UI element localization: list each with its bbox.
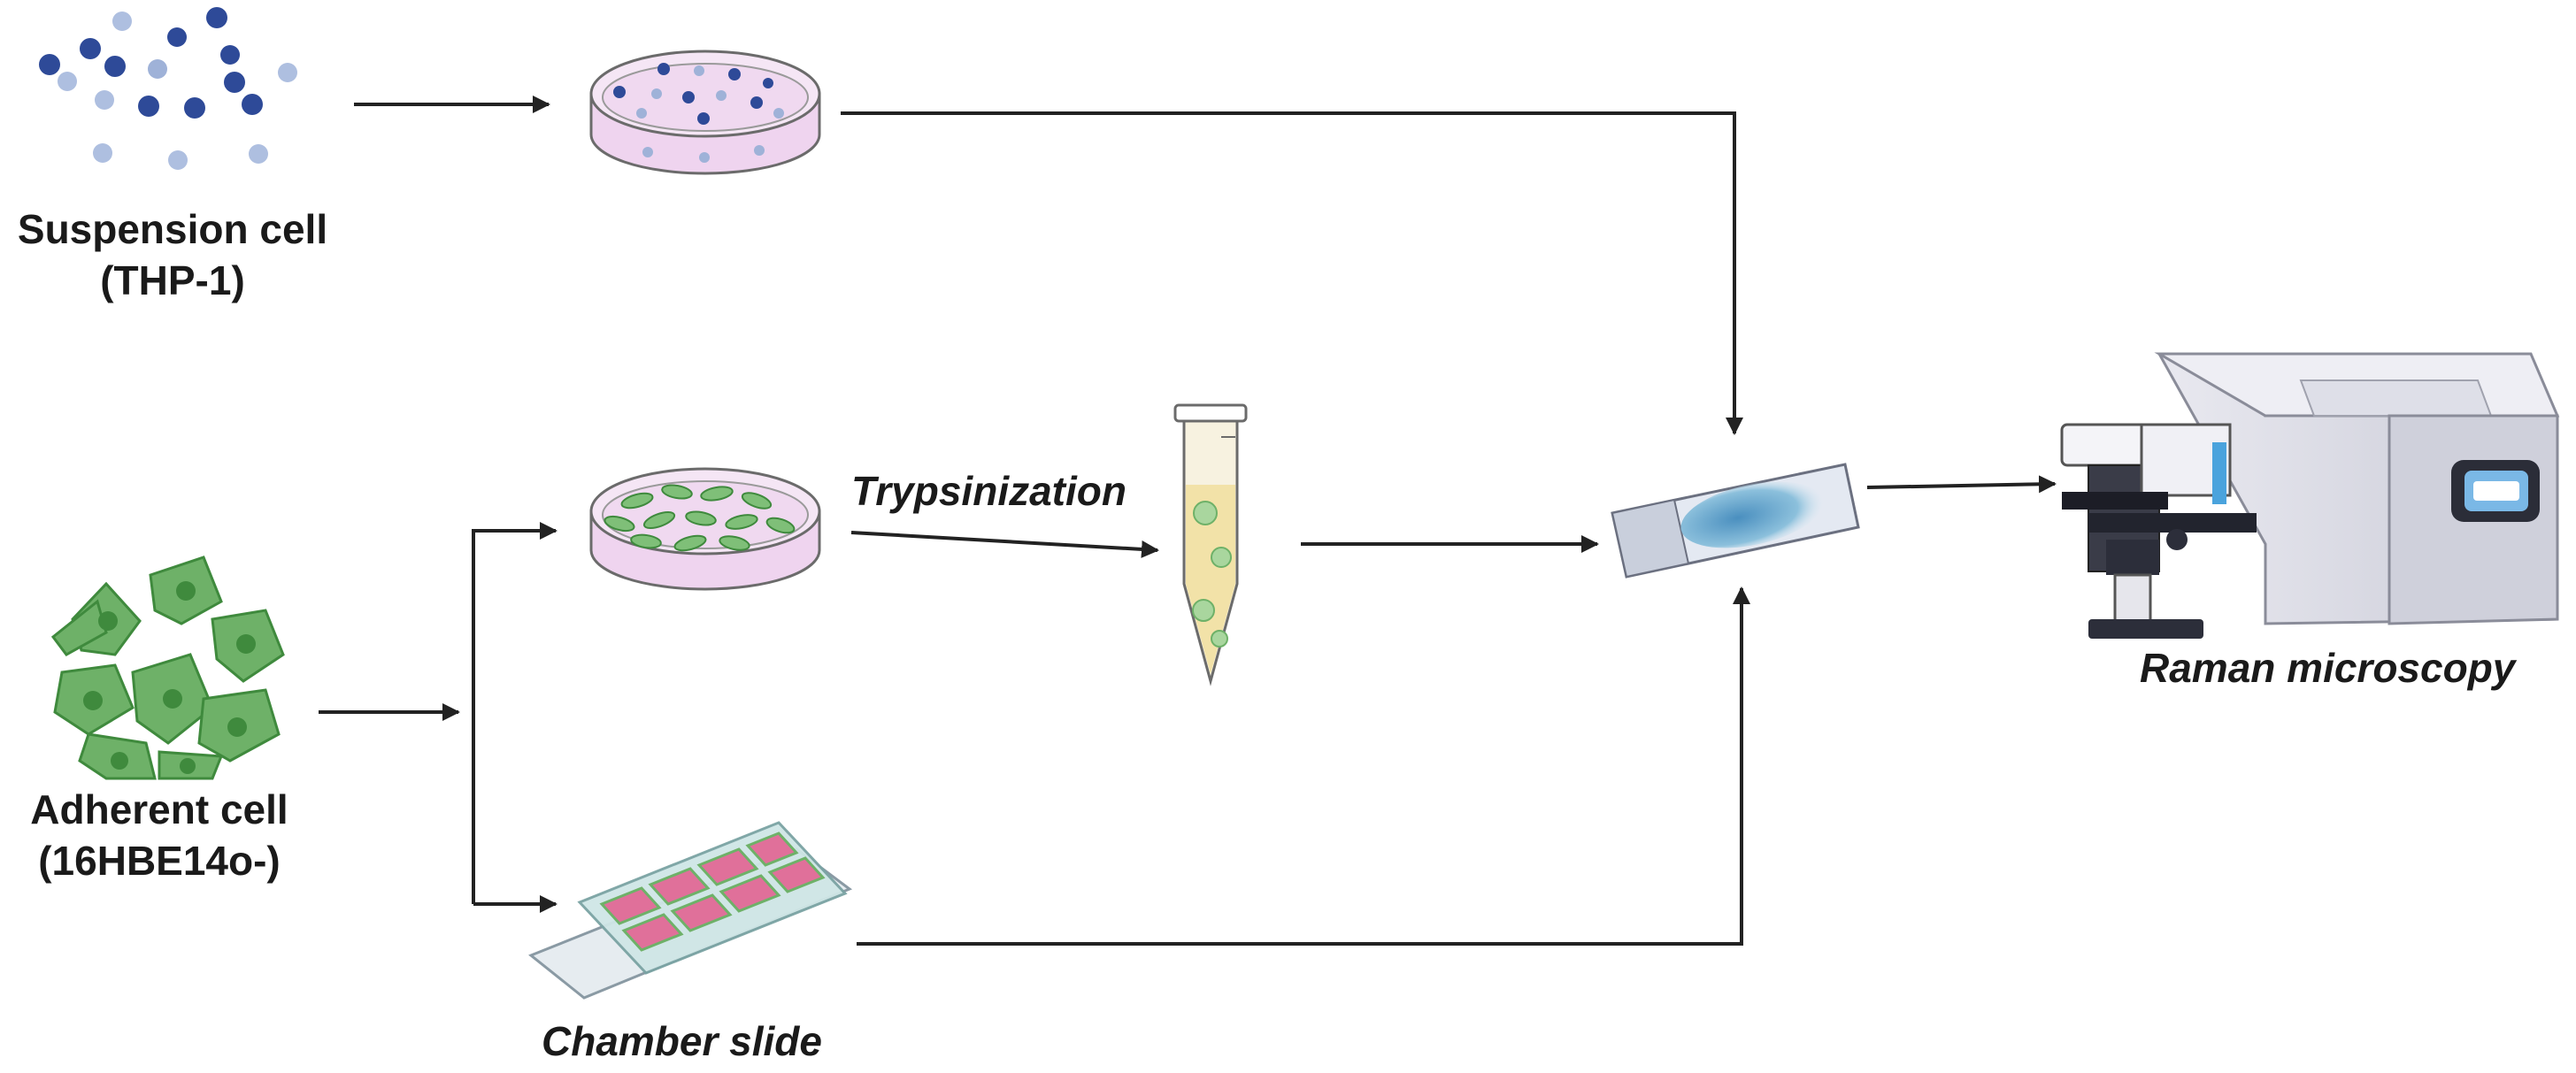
suspension-cell-line: (THP-1) (100, 257, 245, 303)
trypsinization-label: Trypsinization (851, 468, 1127, 514)
suspension-cell-label: Suspension cell (THP-1) (0, 203, 345, 306)
glass-slide-icon (1611, 463, 1860, 579)
arrows (319, 96, 2057, 946)
arrow-trypsinization (850, 531, 1159, 558)
adherent-cell-label: Adherent cell (16HBE14o-) (0, 784, 319, 886)
adherent-cell-name: Adherent cell (30, 786, 288, 832)
arrow-dish-to-slide (841, 111, 1743, 435)
raman-microscopy-label: Raman microscopy (2140, 645, 2516, 691)
petri-dish-adherent-icon (589, 467, 821, 591)
arrow-split-to-dish (472, 522, 557, 904)
adherent-cell-line: (16HBE14o-) (38, 838, 281, 884)
adherent-cells-icon (50, 556, 285, 780)
petri-dish-suspension-icon (589, 50, 821, 175)
suspension-cells-icon (39, 7, 297, 170)
arrow-slide-to-raman (1866, 475, 2057, 494)
suspension-cell-name: Suspension cell (17, 206, 328, 252)
raman-microscope-icon (2060, 352, 2560, 639)
microtube-icon (1173, 403, 1248, 686)
chamber-slide-icon (528, 821, 853, 1000)
arrow-chamber-to-slide (857, 586, 1750, 946)
chamber-slide-label: Chamber slide (542, 1018, 822, 1064)
